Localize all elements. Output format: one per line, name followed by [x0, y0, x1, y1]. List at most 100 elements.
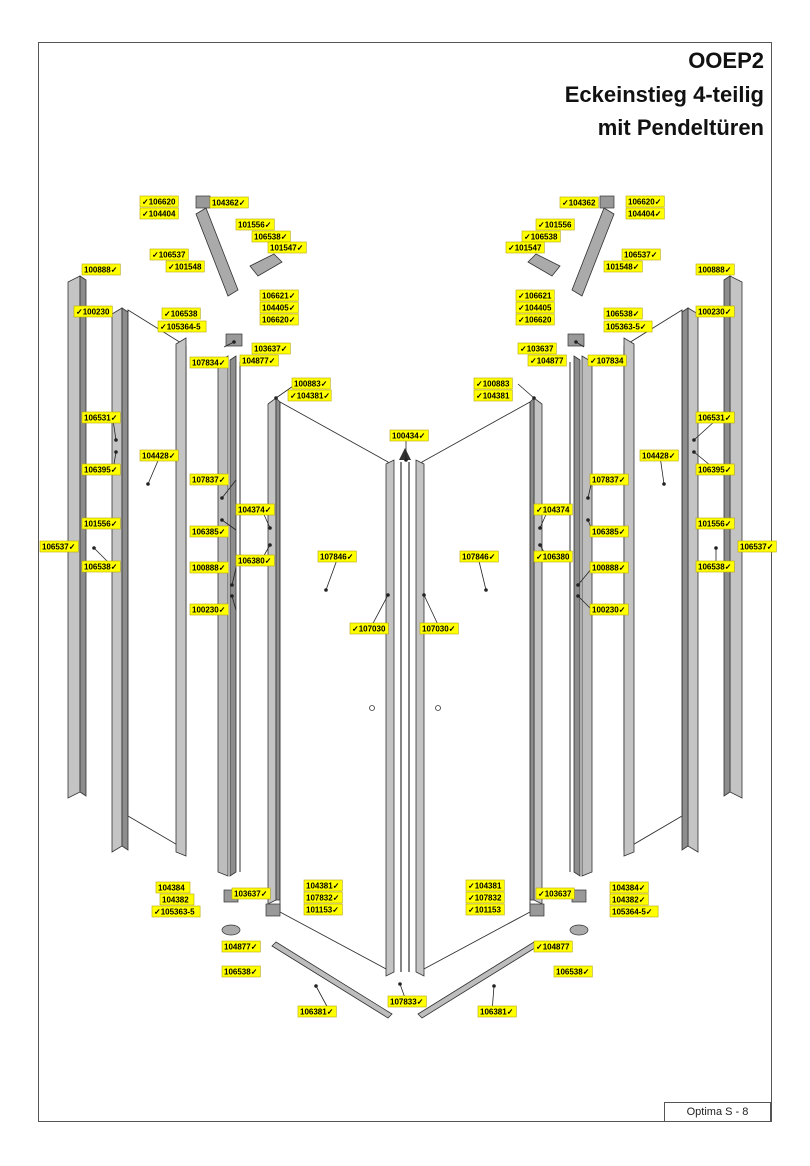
leader-end-dot: [586, 496, 590, 500]
part-number-text: 104428✓: [642, 452, 675, 461]
part-number-text: ✓106538: [524, 233, 558, 242]
part-label-box: [609, 881, 649, 894]
part-label-l26: 104374✓: [235, 503, 275, 516]
part-number-text: 101556✓: [84, 520, 117, 529]
part-label-l18: 107834✓: [189, 356, 229, 369]
part-number-text: 104374✓: [238, 506, 271, 515]
part-number-text: 104405✓: [262, 304, 295, 313]
part-label-l3: 104362✓: [209, 196, 249, 209]
part-label-box: [625, 207, 665, 220]
leader-end-dot: [692, 438, 696, 442]
part-label-box: [151, 905, 201, 918]
leader-end-dot: [114, 438, 118, 442]
part-number-text: ✓104404: [142, 210, 176, 219]
leader-end-dot: [576, 583, 580, 587]
part-label-box: [459, 550, 499, 563]
leader-end-dot: [146, 482, 150, 486]
part-label-r18: ✓107834: [587, 354, 627, 367]
part-label-l36: 104384: [155, 881, 191, 894]
part-label-r28: 106537✓: [737, 540, 777, 553]
leader-end-dot: [714, 546, 718, 550]
part-label-box: [231, 887, 271, 900]
left-fixed-panel-profile: [175, 337, 187, 857]
part-label-box: [695, 517, 735, 530]
part-number-text: 100230✓: [192, 606, 225, 615]
part-label-r27: 101556✓: [695, 517, 735, 530]
part-number-text: 105364-5✓: [612, 908, 653, 917]
part-number-text: 106620✓: [262, 316, 295, 325]
leader-end-dot: [404, 458, 408, 462]
part-number-text: 101153✓: [306, 906, 339, 915]
part-label-r5: ✓106538: [521, 230, 561, 243]
part-label-box: [517, 342, 557, 355]
leader-line: [223, 341, 235, 348]
part-label-r35: ✓104381: [465, 879, 505, 892]
part-label-box: [387, 995, 427, 1008]
part-label-box: [139, 195, 179, 208]
part-number-text: 105363-5✓: [606, 323, 647, 332]
part-number-text: ✓104877: [530, 357, 564, 366]
part-label-l11: 106621✓: [259, 289, 299, 302]
part-number-text: 104362✓: [212, 199, 245, 208]
right-wall-profile-inner: [681, 307, 699, 853]
leader-end-dot: [586, 518, 590, 522]
part-label-box: [527, 354, 567, 367]
title-line-3: mit Pendeltüren: [597, 115, 764, 140]
part-label-r37: ✓101153: [465, 903, 505, 916]
part-label-r25: ✓104374: [533, 503, 573, 516]
part-label-box: [189, 356, 229, 369]
part-label-l6: 101547✓: [267, 241, 307, 254]
model-code: OOEP2: [688, 48, 764, 73]
part-label-box: [535, 887, 575, 900]
part-label-r14: 106538✓: [603, 307, 643, 320]
part-number-text: ✓106380: [536, 553, 570, 562]
part-number-text: ✓105364-5: [160, 323, 201, 332]
part-label-box: [533, 940, 573, 953]
part-label-r16: ✓103637: [517, 342, 557, 355]
part-label-r31: 107846✓: [459, 550, 499, 563]
right-fixed-panel-profile: [623, 337, 635, 857]
left-top-fitting-arm: [195, 195, 283, 347]
part-label-box: [259, 301, 299, 314]
part-label-box: [157, 320, 207, 333]
part-label-r36: ✓107832: [465, 891, 505, 904]
part-number-text: ✓106538: [164, 310, 198, 319]
part-number-text: 106538✓: [84, 563, 117, 572]
part-number-text: ✓104362: [562, 199, 596, 208]
part-number-text: 107837✓: [592, 476, 625, 485]
part-number-text: 100230✓: [698, 308, 731, 317]
part-label-r2: 104404✓: [625, 207, 665, 220]
part-number-text: ✓106621: [518, 292, 552, 301]
part-label-r39: 104384✓: [609, 881, 649, 894]
part-number-text: 106395✓: [698, 466, 731, 475]
leader-end-dot: [114, 450, 118, 454]
part-number-text: ✓107834: [590, 357, 624, 366]
part-label-l24: 106395✓: [81, 463, 121, 476]
part-label-box: [589, 603, 629, 616]
part-label-box: [695, 560, 735, 573]
part-label-box: [267, 241, 307, 254]
part-number-text: 107833✓: [390, 998, 423, 1007]
part-label-box: [139, 207, 179, 220]
part-label-box: [473, 389, 513, 402]
part-label-l9: 100888✓: [81, 263, 121, 276]
part-number-text: ✓106537: [152, 251, 186, 260]
part-number-text: 106538✓: [254, 233, 287, 242]
right-door-hinge-profile: [529, 397, 543, 905]
part-label-box: [603, 260, 643, 273]
part-number-text: 100888✓: [84, 266, 117, 275]
part-label-box: [159, 893, 195, 906]
part-label-r8: 101548✓: [603, 260, 643, 273]
part-label-box: [535, 218, 575, 231]
part-number-text: 100888✓: [192, 564, 225, 573]
part-label-l21: 100434✓: [389, 429, 429, 442]
leader-end-dot: [398, 982, 402, 986]
part-label-box: [695, 305, 735, 318]
part-number-text: 106385✓: [192, 528, 225, 537]
part-label-box: [161, 307, 201, 320]
leader-end-dot: [220, 496, 224, 500]
part-label-r42: ✓104877: [533, 940, 573, 953]
part-label-box: [317, 550, 357, 563]
part-label-r22: 104428✓: [639, 449, 679, 462]
